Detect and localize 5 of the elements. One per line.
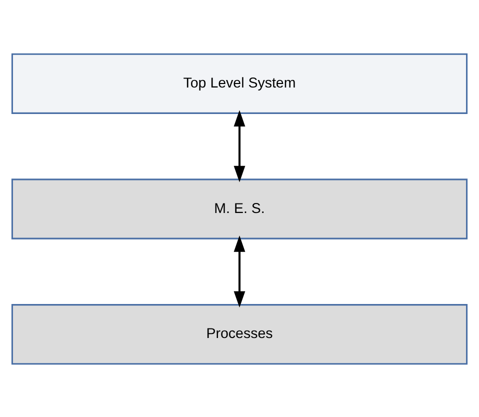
arrow — [234, 235, 246, 308]
arrow — [234, 110, 246, 182]
node-box: Top Level System — [11, 52, 468, 114]
node-box: M. E. S. — [11, 178, 468, 239]
node-box: Processes — [11, 304, 468, 364]
